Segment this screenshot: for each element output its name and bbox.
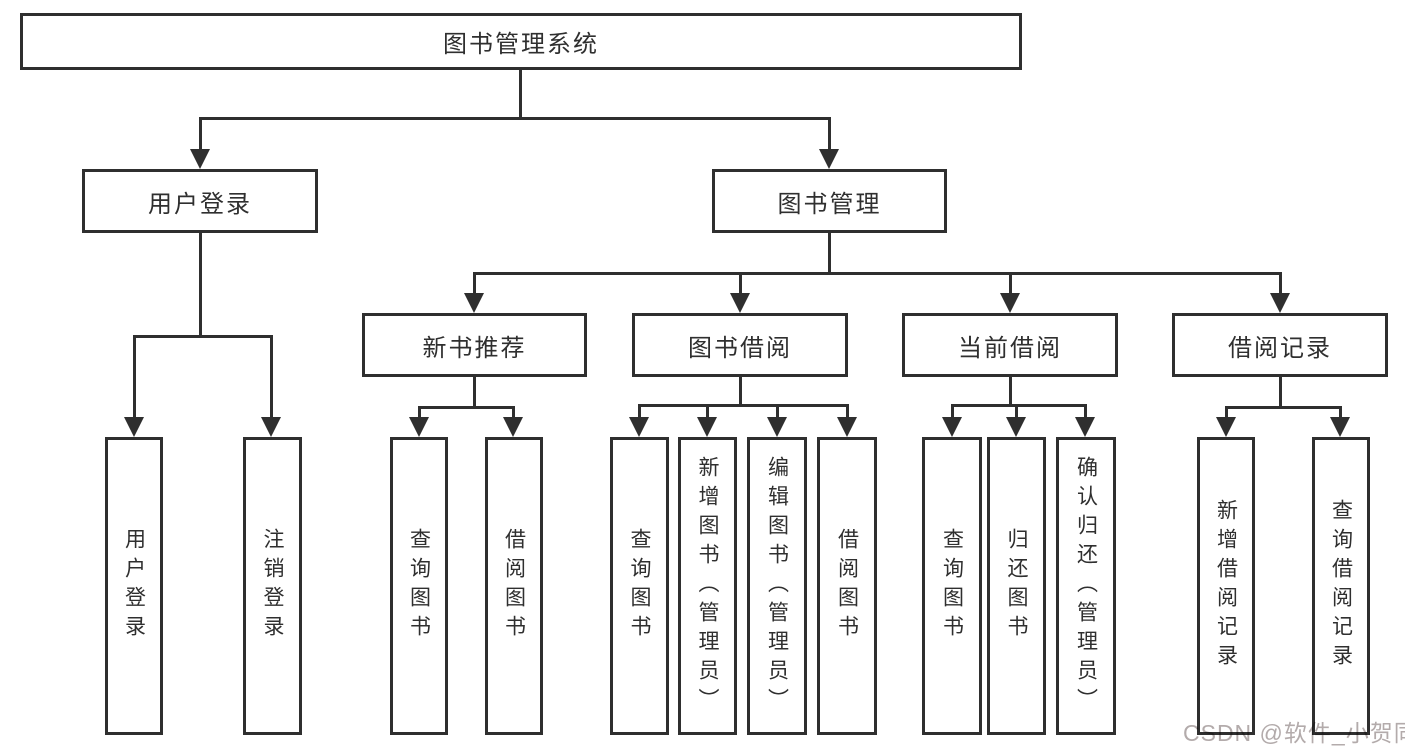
arrow-down-icon bbox=[124, 417, 144, 437]
connector-line bbox=[1084, 404, 1087, 417]
connector-line bbox=[473, 377, 476, 406]
connector-line bbox=[418, 406, 421, 417]
connector-line bbox=[519, 70, 522, 117]
leaf-current-query-books-label: 查询图书 bbox=[940, 528, 964, 644]
node-book-borrow-label: 图书借阅 bbox=[688, 334, 792, 362]
connector-line bbox=[638, 404, 641, 417]
arrow-down-icon bbox=[464, 293, 484, 313]
node-borrow-records: 借阅记录 bbox=[1172, 313, 1388, 377]
connector-line bbox=[512, 406, 515, 417]
connector-line bbox=[1279, 272, 1282, 293]
leaf-current-confirm-return-admin-label: 确认归还（管理员） bbox=[1074, 455, 1098, 717]
connector-line bbox=[828, 233, 831, 272]
arrow-down-icon bbox=[503, 417, 523, 437]
leaf-records-add-record-label: 新增借阅记录 bbox=[1214, 499, 1238, 673]
connector-line bbox=[1015, 404, 1018, 417]
arrow-down-icon bbox=[1075, 417, 1095, 437]
connector-line bbox=[951, 404, 1087, 407]
connector-line bbox=[1009, 272, 1012, 293]
leaf-current-confirm-return-admin: 确认归还（管理员） bbox=[1056, 437, 1116, 735]
connector-line bbox=[133, 335, 136, 417]
connector-line bbox=[638, 404, 848, 407]
arrow-down-icon bbox=[1000, 293, 1020, 313]
leaf-current-return-books: 归还图书 bbox=[987, 437, 1046, 735]
connector-line bbox=[828, 117, 831, 150]
connector-line bbox=[1339, 406, 1342, 417]
leaf-borrow-query-books: 查询图书 bbox=[610, 437, 669, 735]
leaf-borrow-edit-books-admin: 编辑图书（管理员） bbox=[747, 437, 807, 735]
arrow-down-icon bbox=[261, 417, 281, 437]
connector-line bbox=[1279, 377, 1282, 406]
leaf-user-login-label: 用户登录 bbox=[122, 528, 146, 644]
connector-line bbox=[473, 272, 476, 293]
connector-line bbox=[1009, 377, 1012, 404]
leaf-recommend-borrow-books: 借阅图书 bbox=[485, 437, 543, 735]
leaf-borrow-add-books-admin-label: 新增图书（管理员） bbox=[696, 455, 719, 717]
leaf-borrow-add-books-admin: 新增图书（管理员） bbox=[678, 437, 737, 735]
arrow-down-icon bbox=[1330, 417, 1350, 437]
arrow-down-icon bbox=[1216, 417, 1236, 437]
csdn-watermark: CSDN @软件_小贺同学 bbox=[1183, 720, 1405, 746]
leaf-recommend-query-books-label: 查询图书 bbox=[407, 528, 431, 644]
arrow-down-icon bbox=[767, 417, 787, 437]
node-book-management: 图书管理 bbox=[712, 169, 947, 233]
connector-line bbox=[776, 404, 779, 417]
leaf-user-login: 用户登录 bbox=[105, 437, 163, 735]
leaf-borrow-query-books-label: 查询图书 bbox=[628, 528, 651, 644]
node-root: 图书管理系统 bbox=[20, 13, 1022, 70]
connector-line bbox=[199, 233, 202, 335]
node-current-borrow: 当前借阅 bbox=[902, 313, 1118, 377]
leaf-records-query-record-label: 查询借阅记录 bbox=[1329, 499, 1353, 673]
leaf-recommend-borrow-books-label: 借阅图书 bbox=[502, 528, 526, 644]
leaf-recommend-query-books: 查询图书 bbox=[390, 437, 448, 735]
node-user-login-label: 用户登录 bbox=[148, 190, 252, 218]
node-book-borrow: 图书借阅 bbox=[632, 313, 848, 377]
connector-line bbox=[739, 377, 742, 404]
connector-line bbox=[199, 117, 202, 150]
connector-line bbox=[846, 404, 849, 417]
arrow-down-icon bbox=[1270, 293, 1290, 313]
leaf-logout-label: 注销登录 bbox=[261, 528, 284, 644]
connector-line bbox=[706, 404, 709, 417]
connector-line bbox=[1225, 406, 1228, 417]
node-current-borrow-label: 当前借阅 bbox=[958, 334, 1062, 362]
leaf-current-return-books-label: 归还图书 bbox=[1005, 528, 1028, 644]
node-borrow-records-label: 借阅记录 bbox=[1228, 334, 1332, 362]
connector-line bbox=[418, 406, 515, 409]
node-root-label: 图书管理系统 bbox=[443, 31, 599, 58]
connector-line bbox=[951, 404, 954, 417]
leaf-logout: 注销登录 bbox=[243, 437, 302, 735]
arrow-down-icon bbox=[819, 149, 839, 169]
node-book-management-label: 图书管理 bbox=[777, 190, 882, 218]
leaf-current-query-books: 查询图书 bbox=[922, 437, 982, 735]
leaf-records-query-record: 查询借阅记录 bbox=[1312, 437, 1370, 735]
node-new-book-recommend-label: 新书推荐 bbox=[422, 334, 527, 362]
arrow-down-icon bbox=[697, 417, 717, 437]
leaf-records-add-record: 新增借阅记录 bbox=[1197, 437, 1255, 735]
arrow-down-icon bbox=[190, 149, 210, 169]
connector-line bbox=[270, 335, 273, 417]
arrow-down-icon bbox=[409, 417, 429, 437]
arrow-down-icon bbox=[942, 417, 962, 437]
leaf-borrow-borrow-books: 借阅图书 bbox=[817, 437, 877, 735]
connector-line bbox=[473, 272, 1281, 275]
leaf-borrow-edit-books-admin-label: 编辑图书（管理员） bbox=[765, 455, 789, 717]
connector-line bbox=[1225, 406, 1342, 409]
connector-line bbox=[133, 335, 273, 338]
connector-line bbox=[739, 272, 742, 293]
leaf-borrow-borrow-books-label: 借阅图书 bbox=[835, 528, 859, 644]
node-user-login: 用户登录 bbox=[82, 169, 318, 233]
connector-line bbox=[199, 117, 831, 120]
node-new-book-recommend: 新书推荐 bbox=[362, 313, 587, 377]
arrow-down-icon bbox=[629, 417, 649, 437]
arrow-down-icon bbox=[837, 417, 857, 437]
arrow-down-icon bbox=[1006, 417, 1026, 437]
arrow-down-icon bbox=[730, 293, 750, 313]
